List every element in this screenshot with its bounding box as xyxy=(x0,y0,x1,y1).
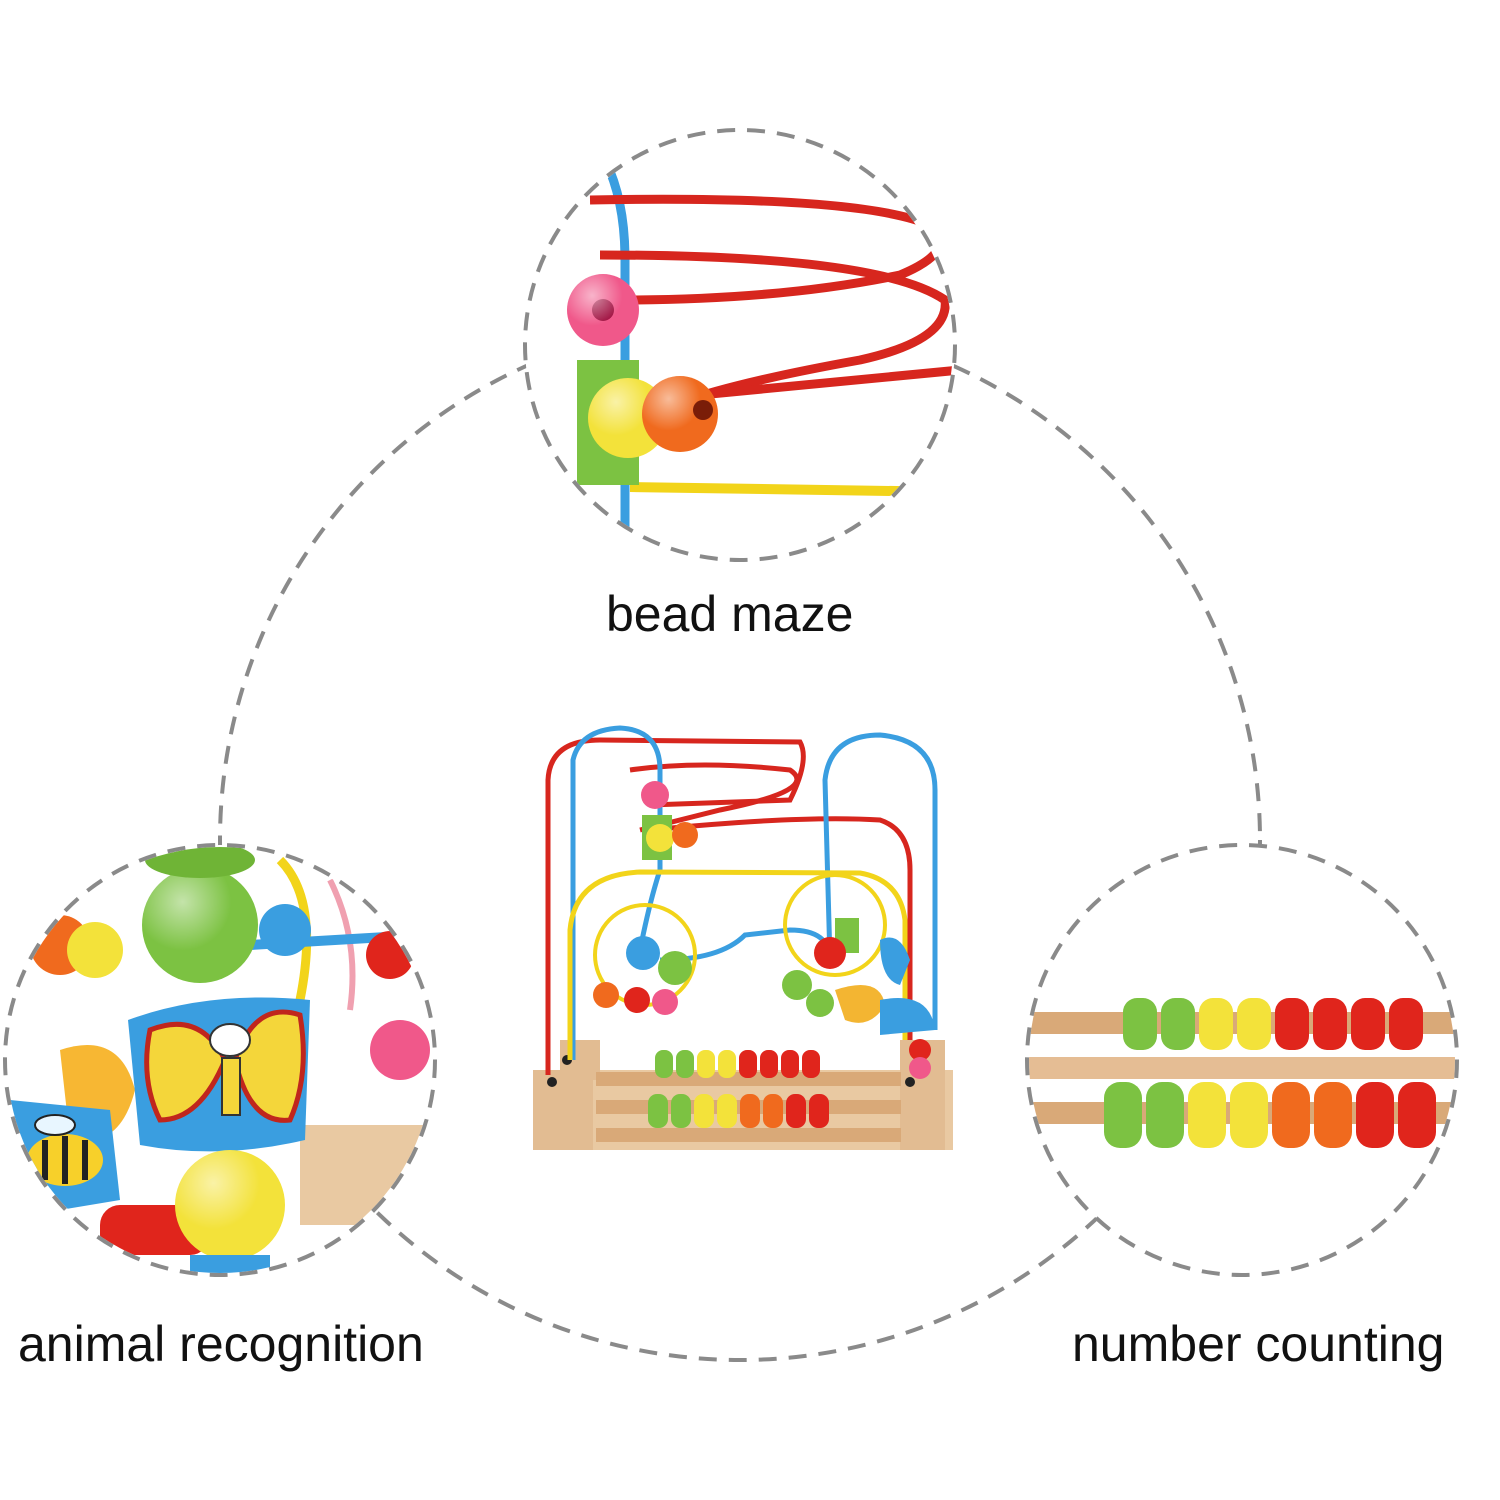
butterfly-icon xyxy=(128,997,310,1152)
center-abacus-bottom xyxy=(648,1094,829,1128)
center-abacus-top xyxy=(655,1050,820,1078)
bead-row-bottom xyxy=(1104,1082,1436,1148)
label-number-counting: number counting xyxy=(1072,1316,1445,1372)
label-animal-recognition: animal recognition xyxy=(18,1316,424,1372)
dashed-zoom-circle-right xyxy=(1025,843,1459,1277)
dashed-zoom-circle-top xyxy=(523,128,957,562)
dashed-large-circle xyxy=(218,318,1262,1362)
dashed-zoom-circle-left xyxy=(3,843,437,1277)
bead-row-top xyxy=(1123,998,1423,1050)
bead-maze-toy xyxy=(533,725,953,1150)
counting-zoom xyxy=(1029,847,1455,1273)
animal-zoom xyxy=(7,847,433,1273)
label-bead-maze: bead maze xyxy=(606,586,854,642)
